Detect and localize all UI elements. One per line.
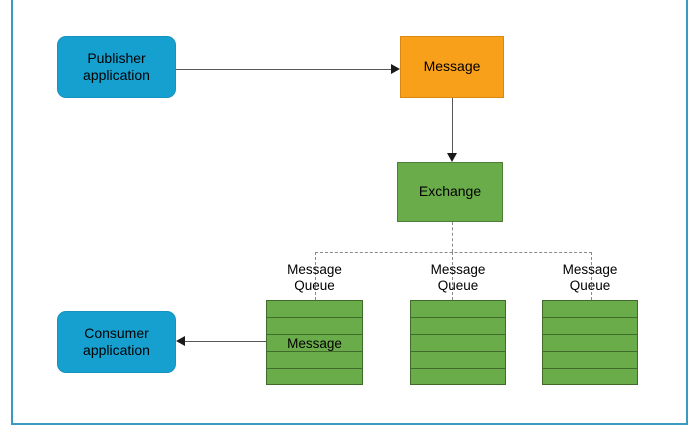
node-message-label: Message [423, 58, 481, 75]
message-queue-2-label: Message Queue [430, 262, 486, 293]
arrow-right-icon-publisher-to-message [391, 64, 400, 74]
queue-cell[interactable] [410, 317, 506, 334]
node-publisher-application[interactable]: Publisher application [57, 36, 176, 98]
message-queue-2-stack [410, 300, 506, 385]
node-publisher-application-label: Publisher application [83, 49, 150, 84]
queue-cell[interactable] [410, 300, 506, 317]
connector-exchange-dashed-bus [315, 252, 592, 253]
queue-cell[interactable] [542, 300, 638, 317]
queue-cell[interactable] [410, 368, 506, 385]
arrow-left-icon-queue-to-consumer [176, 336, 185, 346]
message-queue-1[interactable]: Message Queue Message [266, 262, 363, 385]
node-consumer-application-label: Consumer application [83, 324, 150, 359]
message-queue-3[interactable]: Message Queue [542, 262, 638, 385]
node-exchange-label: Exchange [418, 183, 482, 200]
connector-dashed-branch-queue-2 [452, 252, 453, 300]
message-queue-3-stack [542, 300, 638, 385]
queue-cell[interactable] [266, 300, 363, 317]
message-queue-2[interactable]: Message Queue [410, 262, 506, 385]
connector-dashed-branch-queue-3 [591, 252, 592, 300]
message-queue-1-label: Message Queue [287, 262, 342, 293]
queue-cell[interactable] [266, 368, 363, 385]
connector-queue-to-consumer [185, 341, 266, 342]
message-queue-1-stack: Message [266, 300, 363, 385]
queue-cell[interactable] [542, 317, 638, 334]
queue-cell[interactable] [266, 317, 363, 334]
queue-cell[interactable] [410, 334, 506, 351]
connector-exchange-dashed-trunk [452, 222, 453, 252]
queue-cell[interactable] [542, 334, 638, 351]
queue-cell[interactable] [542, 368, 638, 385]
connector-dashed-branch-queue-1 [315, 252, 316, 300]
queue-cell[interactable] [266, 351, 363, 368]
message-queue-3-label: Message Queue [562, 262, 618, 293]
node-message[interactable]: Message [400, 36, 504, 98]
arrow-down-icon-message-to-exchange [447, 153, 457, 162]
queue-cell-message[interactable]: Message [266, 334, 363, 351]
queue-cell[interactable] [542, 351, 638, 368]
connector-publisher-to-message [176, 69, 391, 70]
queue-cell[interactable] [410, 351, 506, 368]
connector-message-to-exchange [452, 98, 453, 154]
node-consumer-application[interactable]: Consumer application [57, 311, 176, 373]
node-exchange[interactable]: Exchange [397, 162, 503, 222]
